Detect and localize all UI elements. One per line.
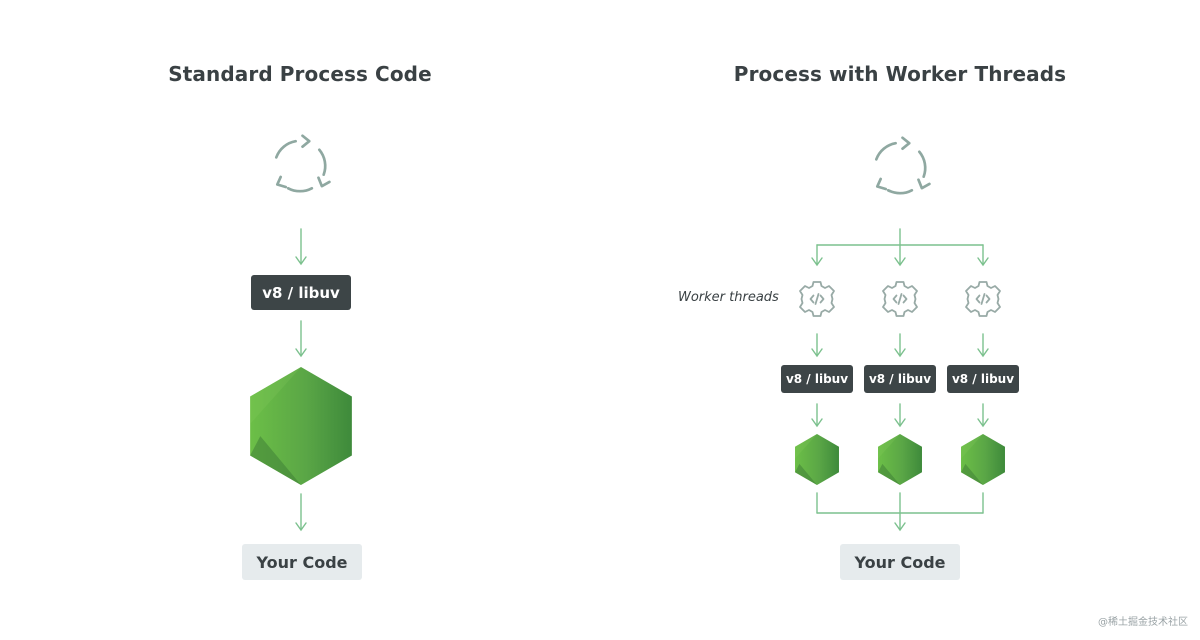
worker-engine-box-2: v8 / libuv xyxy=(864,365,936,393)
worker-gear-icon-3 xyxy=(965,281,1001,317)
worker-nodejs-hexagon-icon-3 xyxy=(961,434,1005,485)
left-title: Standard Process Code xyxy=(168,62,432,86)
left-engine-box: v8 / libuv xyxy=(251,275,351,310)
worker-engine-box-1: v8 / libuv xyxy=(781,365,853,393)
left-cycle-icon xyxy=(274,134,331,193)
left-arrow-to-output xyxy=(295,493,307,532)
left-output-box: Your Code xyxy=(242,544,362,580)
worker-arrows-to-engines xyxy=(811,333,989,358)
left-arrow-to-node xyxy=(295,320,307,358)
worker-nodejs-hexagon-icon-1 xyxy=(795,434,839,485)
worker-gear-icon-2 xyxy=(882,281,918,317)
worker-threads-label: Worker threads xyxy=(678,290,779,305)
worker-engine-box-3: v8 / libuv xyxy=(947,365,1019,393)
engine-arrows-to-nodes xyxy=(811,403,989,428)
split-connector xyxy=(811,228,989,267)
watermark: @稀土掘金技术社区 xyxy=(1098,617,1188,628)
left-nodejs-hexagon-icon xyxy=(250,367,352,485)
worker-gear-icon-1 xyxy=(799,281,835,317)
left-arrow-to-engine xyxy=(295,228,307,266)
merge-connector xyxy=(816,492,984,532)
right-cycle-icon xyxy=(874,136,931,195)
right-title: Process with Worker Threads xyxy=(733,62,1067,86)
worker-nodejs-hexagon-icon-2 xyxy=(878,434,922,485)
right-output-box: Your Code xyxy=(840,544,960,580)
